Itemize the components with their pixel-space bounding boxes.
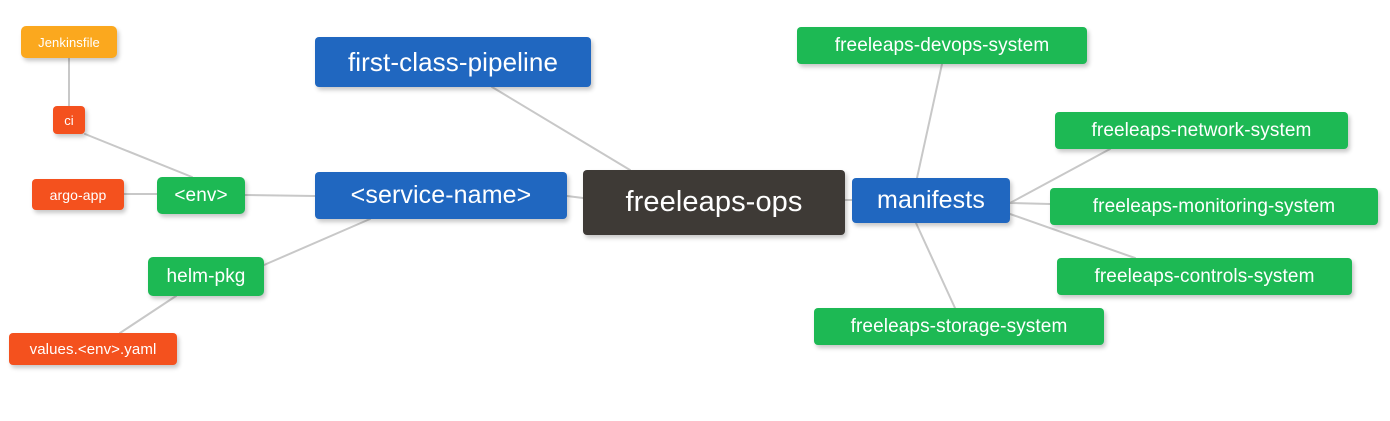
node-freeleaps-ops[interactable]: freeleaps-ops bbox=[583, 170, 845, 235]
node-label-freeleaps-network-system: freeleaps-network-system bbox=[1091, 120, 1312, 141]
node-manifests[interactable]: manifests bbox=[852, 178, 1010, 223]
edge-first-class-pipeline-to-freeleaps-ops bbox=[491, 86, 631, 171]
node-label-first-class-pipeline: first-class-pipeline bbox=[347, 47, 559, 77]
node-label-ci: ci bbox=[64, 112, 74, 128]
node-label-jenkinsfile: Jenkinsfile bbox=[38, 34, 100, 50]
node-label-values-yaml: values.<env>.yaml bbox=[29, 340, 157, 358]
node-freeleaps-network-system[interactable]: freeleaps-network-system bbox=[1055, 112, 1348, 149]
node-label-helm-pkg: helm-pkg bbox=[166, 266, 246, 287]
edge-manifests-to-freeleaps-storage-system bbox=[915, 222, 956, 309]
node-label-freeleaps-devops-system: freeleaps-devops-system bbox=[834, 35, 1050, 56]
edge-helm-pkg-to-service-name bbox=[263, 218, 371, 266]
node-freeleaps-storage-system[interactable]: freeleaps-storage-system bbox=[814, 308, 1104, 345]
node-label-argo-app: argo-app bbox=[49, 186, 107, 203]
node-argo-app[interactable]: argo-app bbox=[32, 179, 124, 210]
edge-values-yaml-to-helm-pkg bbox=[119, 295, 177, 334]
node-first-class-pipeline[interactable]: first-class-pipeline bbox=[315, 37, 591, 87]
node-label-freeleaps-monitoring-system: freeleaps-monitoring-system bbox=[1092, 196, 1336, 217]
node-label-manifests: manifests bbox=[877, 186, 985, 214]
node-service-name[interactable]: <service-name> bbox=[315, 172, 567, 219]
edge-env-to-service-name bbox=[244, 194, 316, 197]
node-label-freeleaps-controls-system: freeleaps-controls-system bbox=[1094, 266, 1315, 287]
edge-service-name-to-freeleaps-ops bbox=[566, 195, 584, 199]
node-label-freeleaps-storage-system: freeleaps-storage-system bbox=[850, 316, 1068, 337]
node-freeleaps-devops-system[interactable]: freeleaps-devops-system bbox=[797, 27, 1087, 64]
edge-manifests-to-freeleaps-devops-system bbox=[916, 63, 943, 179]
node-freeleaps-controls-system[interactable]: freeleaps-controls-system bbox=[1057, 258, 1352, 295]
node-env[interactable]: <env> bbox=[157, 177, 245, 214]
edge-ci-to-env bbox=[84, 133, 193, 178]
node-jenkinsfile[interactable]: Jenkinsfile bbox=[21, 26, 117, 58]
node-helm-pkg[interactable]: helm-pkg bbox=[148, 257, 264, 296]
node-label-env: <env> bbox=[174, 185, 228, 206]
node-values-yaml[interactable]: values.<env>.yaml bbox=[9, 333, 177, 365]
node-freeleaps-monitoring-system[interactable]: freeleaps-monitoring-system bbox=[1050, 188, 1378, 225]
node-label-service-name: <service-name> bbox=[350, 181, 532, 209]
edge-manifests-to-freeleaps-monitoring-system bbox=[1009, 202, 1051, 205]
node-label-freeleaps-ops: freeleaps-ops bbox=[625, 186, 803, 218]
node-ci[interactable]: ci bbox=[53, 106, 85, 134]
